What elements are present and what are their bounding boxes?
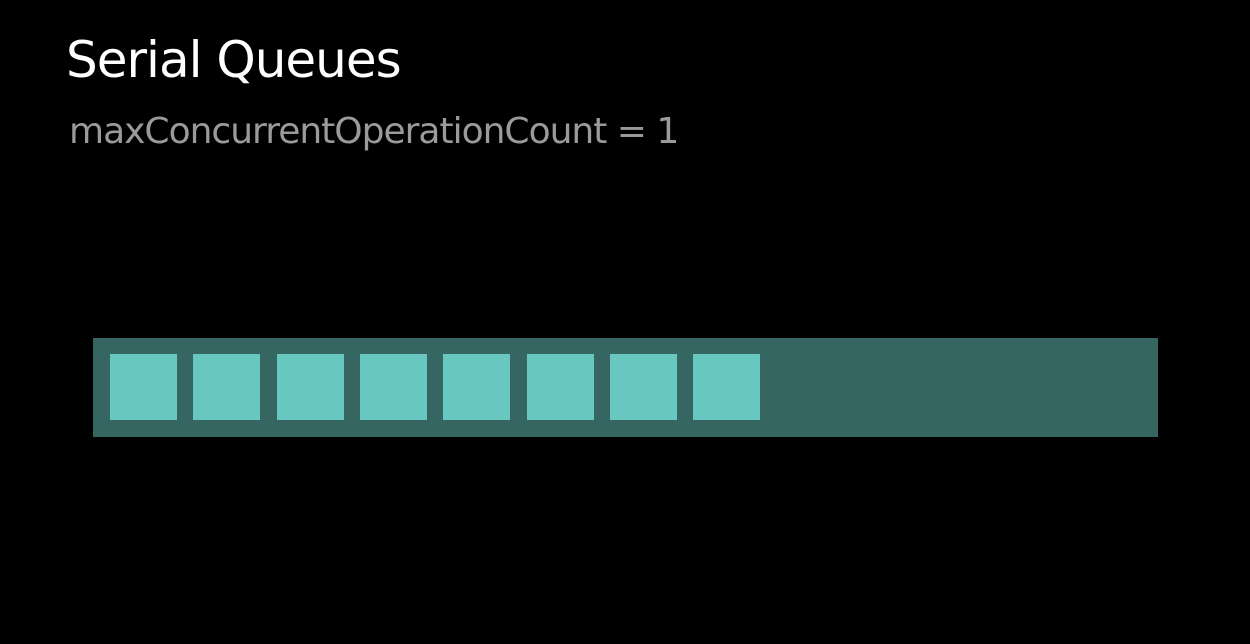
operation-block <box>276 354 344 420</box>
operation-block <box>609 354 677 420</box>
operation-block <box>359 354 427 420</box>
slide-title: Serial Queues <box>66 31 402 89</box>
operation-queue-bar <box>93 338 1158 437</box>
operation-block <box>693 354 761 420</box>
operation-block <box>193 354 261 420</box>
operation-block <box>526 354 594 420</box>
slide-subtitle: maxConcurrentOperationCount = 1 <box>69 111 679 152</box>
operation-block <box>443 354 511 420</box>
operation-block <box>110 354 177 420</box>
